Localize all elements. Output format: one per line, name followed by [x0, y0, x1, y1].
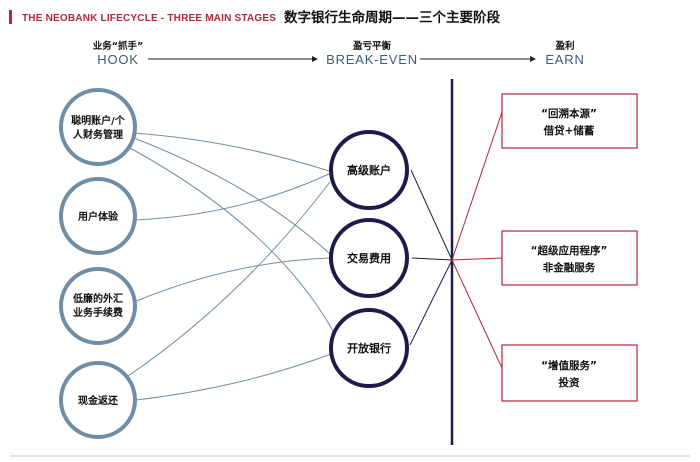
hook-node-cashback: 现金返还: [59, 361, 137, 439]
svg-text:聪明账户/个: 聪明账户/个: [71, 114, 126, 127]
svg-text:非金融服务: 非金融服务: [543, 261, 596, 274]
svg-text:开放银行: 开放银行: [347, 341, 391, 355]
stage-earn-english: EARN: [545, 52, 584, 67]
stage-hook-english: HOOK: [97, 52, 138, 67]
hook-node-smart-account: 聪明账户/个 人财务管理: [59, 88, 137, 166]
title-english: THE NEOBANK LIFECYCLE - THREE MAIN STAGE…: [22, 13, 276, 24]
svg-text:借贷+储蓄: 借贷+储蓄: [543, 124, 595, 137]
breakeven-node-premium-account: 高级账户: [329, 130, 409, 210]
earn-box-value-added: “增值服务” 投资: [501, 344, 638, 402]
svg-text:低廉的外汇: 低廉的外汇: [72, 292, 123, 305]
breakeven-node-open-banking: 开放银行: [329, 308, 409, 388]
svg-text:交易费用: 交易费用: [347, 251, 391, 265]
breakeven-node-transaction-fees: 交易费用: [329, 218, 409, 298]
title-chinese: 数字银行生命周期——三个主要阶段: [284, 9, 500, 26]
earn-box-back-to-basics: “回溯本源” 借贷+储蓄: [501, 93, 638, 149]
title-accent-bar: [9, 10, 12, 24]
stage-breakeven-english: BREAK-EVEN: [326, 52, 418, 67]
breakeven-connectors: [409, 169, 453, 346]
svg-text:高级账户: 高级账户: [347, 163, 391, 177]
svg-text:业务手续费: 业务手续费: [73, 306, 123, 319]
hook-connectors: [127, 132, 339, 401]
svg-text:“超级应用程序”: “超级应用程序”: [531, 244, 608, 257]
svg-text:投资: 投资: [559, 376, 580, 389]
earn-connectors: [451, 111, 503, 369]
hook-node-low-fx-fees: 低廉的外汇 业务手续费: [59, 267, 137, 345]
stage-earn-chinese: 盈利: [554, 40, 574, 52]
svg-text:用户体验: 用户体验: [77, 210, 119, 223]
stage-breakeven-chinese: 盈亏平衡: [352, 40, 392, 52]
svg-text:现金返还: 现金返还: [78, 394, 119, 407]
stage-arrow-2: [420, 56, 536, 62]
stage-hook-chinese: 业务“抓手”: [93, 40, 144, 52]
hook-node-user-experience: 用户体验: [59, 177, 137, 255]
svg-text:“增值服务”: “增值服务”: [541, 359, 597, 372]
earn-box-super-app: “超级应用程序” 非金融服务: [501, 230, 638, 286]
svg-text:人财务管理: 人财务管理: [73, 128, 123, 141]
stage-arrow-1: [148, 56, 318, 62]
svg-text:“回溯本源”: “回溯本源”: [541, 107, 597, 120]
